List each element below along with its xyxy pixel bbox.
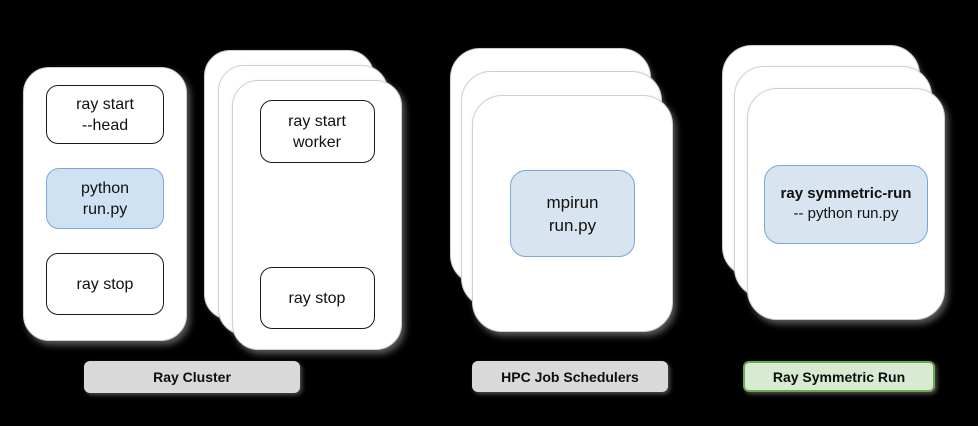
command-line: worker	[292, 133, 341, 151]
command-box-ray-start-head: ray start --head	[46, 85, 164, 144]
command-line: -- python run.py	[793, 205, 899, 222]
command-line: run.py	[82, 200, 128, 218]
head-node-card: ray start --head python run.py ray stop	[23, 67, 187, 341]
command-line: python	[80, 179, 130, 197]
label-ray-symmetric-run: Ray Symmetric Run	[743, 361, 935, 392]
command-box-ray-symmetric-run: ray symmetric-run -- python run.py	[764, 164, 928, 244]
label-hpc-job-schedulers: HPC Job Schedulers	[472, 361, 668, 392]
command-line: run.py	[548, 215, 597, 235]
stacked-card-front: ray start worker ray stop	[232, 80, 402, 350]
command-box-ray-stop: ray stop	[259, 267, 375, 329]
command-line: ray symmetric-run	[780, 185, 912, 202]
stacked-card-front: mpirun run.py	[472, 95, 673, 332]
command-line: ray start	[288, 112, 346, 130]
stacked-card-front: ray symmetric-run -- python run.py	[747, 88, 945, 320]
command-box-mpirun-run: mpirun run.py	[510, 170, 635, 257]
command-box-ray-start-worker: ray start worker	[259, 100, 375, 163]
command-line: ray stop	[76, 275, 134, 293]
command-box-python-run: python run.py	[46, 168, 164, 229]
command-line: mpirun	[546, 192, 599, 212]
command-line: ray start	[76, 95, 134, 113]
command-line: ray stop	[288, 289, 346, 307]
command-line: --head	[81, 116, 129, 134]
command-box-ray-stop: ray stop	[46, 253, 164, 315]
label-ray-cluster: Ray Cluster	[84, 361, 300, 393]
